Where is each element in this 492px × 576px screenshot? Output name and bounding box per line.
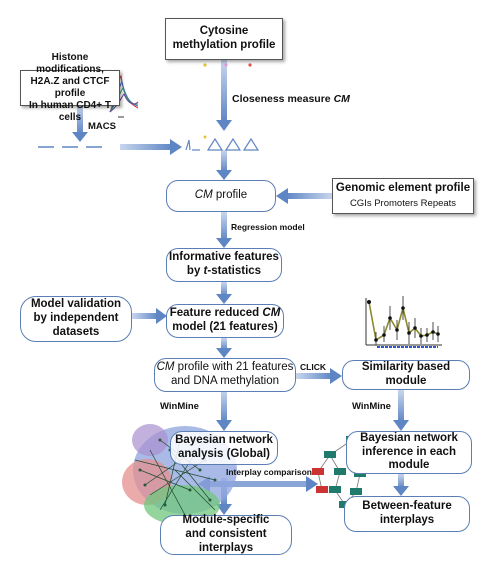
bayes-global-box: Bayesian network analysis (Global) [170,431,278,465]
histone-line-3: In human CD4+ T cells [29,100,111,123]
cm21-suffix: profile with 21 features [174,361,294,374]
arrow-cm21-to-similarity [296,368,342,384]
cm-profile-label: CM profile [195,189,247,203]
regression-model-label: Regression model [231,222,305,232]
cytosine-methylation-box: Cytosine methylation profile [165,18,283,60]
genomic-element-items: CGIs Promoters Repeats [349,198,457,210]
similarity-module-label: Similarity based module [361,361,451,387]
informative-suffix: -statistics [207,265,262,277]
peak-triangles-icon [185,135,260,151]
bayes-module-line-2: inference in each module [362,445,456,472]
cm21-profile-box: CM profile with 21 features and DNA meth… [154,358,296,392]
histone-profile-box: Histone modifications, H2A.Z and CTCF pr… [20,52,120,123]
cm21-line-1: CM profile with 21 features [157,361,294,375]
arrow-cm21-to-bayes-global [216,390,232,431]
feature-reduced-box: Feature reduced CM model (21 features) [166,304,284,338]
bayes-global-line-2: analysis (Global) [177,448,271,460]
arrow-histone-to-macs [72,104,88,142]
arrow-peaks-line-to-triangles [120,139,182,155]
histone-line-1: Histone modifications, [36,52,104,75]
module-specific-box: Module-specific and consistent interplay… [160,514,292,555]
informative-features-box: Informative features by t-statistics [166,248,282,282]
cm21-italic: CM [156,361,175,374]
module-specific-line-2: and consistent interplays [185,528,267,554]
arrow-methylation-to-peaks [216,60,232,131]
winmine-right-label: WinMine [352,401,391,412]
feature-reduced-line-1: Feature reduced CM [170,307,281,321]
cytosine-methylation-label: Cytosine methylation profile [172,25,276,51]
closeness-measure-label: Closeness measure CM [232,93,350,105]
genomic-element-box: Genomic element profile CGIs Promoters R… [332,178,474,214]
cm-profile-box: CM profile [166,180,276,212]
arrow-feature-reduced-to-cm21 [216,338,232,358]
bayes-module-box: Bayesian network inference in each modul… [346,431,472,474]
cm-profile-italic: CM [194,189,213,202]
between-feature-line-1: Between-feature [362,500,452,513]
arrow-validation-to-feature-reduced [132,308,167,324]
module-errorbar-plot-icon [365,296,442,348]
methylation-dots-icon [203,63,252,67]
informative-line-1: Informative features [169,251,279,264]
cm-profile-suffix: profile [212,189,248,202]
closeness-italic: CM [333,93,350,105]
arrow-bayes-module-to-between [393,474,409,496]
informative-italic: t [203,265,208,277]
feature-reduced-italic: CM [262,307,281,320]
click-label: CLICK [300,362,326,372]
bayes-global-line-1: Bayesian network [175,434,273,447]
cm21-line-2: and DNA methylation [170,375,280,387]
validation-line-2: by independent [33,312,119,325]
informative-line-2: by t-statistics [187,265,261,279]
feature-reduced-prefix: Feature reduced [169,307,263,320]
model-validation-box: Model validation by independent datasets [20,296,132,342]
between-feature-line-2: interplays [379,514,435,526]
closeness-prefix: Closeness measure [232,93,334,105]
interplay-comparison-label: Interplay comparison [226,467,312,477]
arrow-peaks-to-cm-profile [216,150,232,180]
arrow-similarity-to-bayes-module [393,390,409,431]
genomic-element-title: Genomic element profile [335,182,471,195]
between-feature-box: Between-feature interplays [344,496,470,532]
informative-prefix: by [186,265,204,277]
feature-reduced-line-2: model (21 features) [172,321,278,333]
validation-line-1: Model validation [30,298,122,311]
arrow-informative-to-feature-reduced [216,282,232,304]
validation-line-3: datasets [52,325,100,338]
histone-line-2: H2A.Z and CTCF profile [30,76,110,99]
arrow-cm-to-informative [216,212,232,248]
bayes-module-line-1: Bayesian network [360,431,458,444]
module-specific-line-1: Module-specific [182,514,270,527]
macs-label: MACS [88,121,116,132]
arrow-genomic-to-cm-profile [276,188,332,204]
similarity-module-box: Similarity based module [342,360,470,390]
winmine-left-label: WinMine [160,401,199,412]
